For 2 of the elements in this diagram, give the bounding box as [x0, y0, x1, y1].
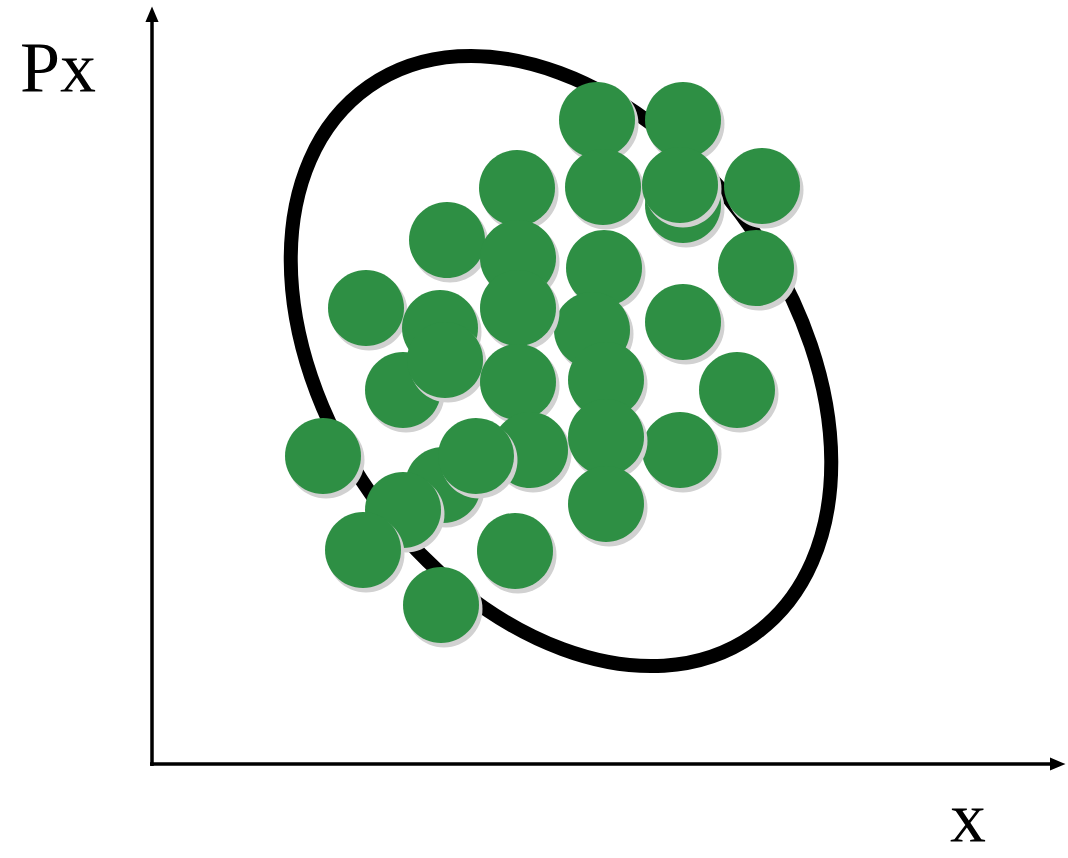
axis-label: Px — [22, 44, 96, 92]
axis-label: x — [950, 808, 986, 842]
